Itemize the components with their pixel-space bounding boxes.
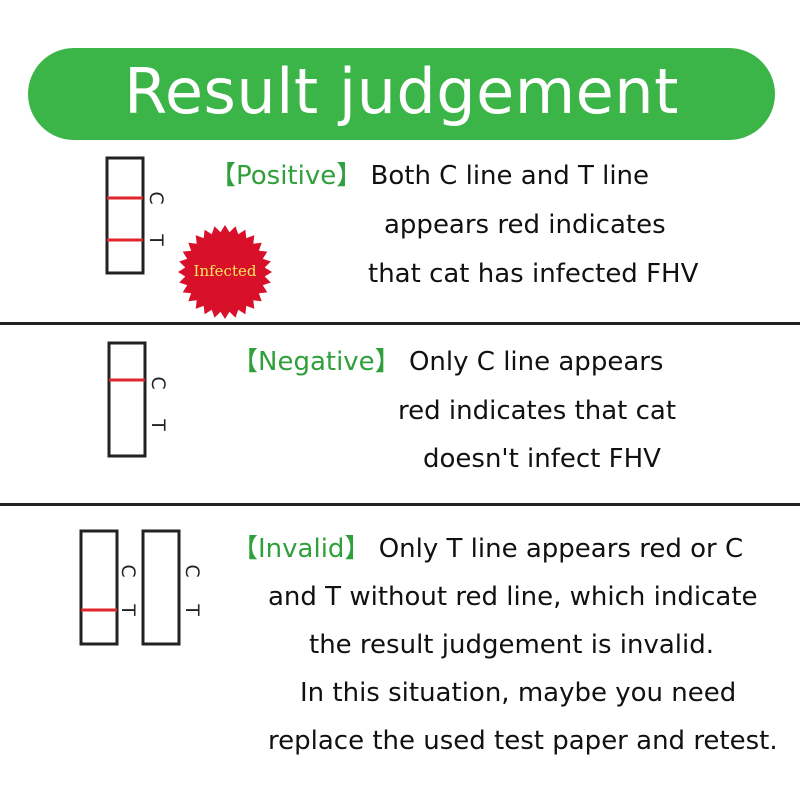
invalid-line-2: and T without red line, which indicate: [268, 582, 758, 612]
strip-outline: [107, 341, 147, 458]
invalid-line-1: 【Invalid】 Only T line appears red or C: [232, 534, 744, 564]
positive-line-2: appears red indicates: [384, 210, 666, 240]
strip-outline: [141, 529, 181, 646]
positive-line-1: 【Positive】 Both C line and T line: [210, 161, 650, 191]
infected-stamp: Infected: [177, 222, 273, 322]
stamp-label: Infected: [193, 262, 257, 280]
c-label: C: [145, 191, 167, 204]
strip-outline: [105, 156, 145, 275]
title-banner: Result judgement: [28, 48, 775, 140]
t-label: T: [147, 418, 169, 431]
strip-outline: [79, 529, 119, 646]
negative-line-3: doesn't infect FHV: [423, 444, 661, 474]
t-label: T: [181, 603, 203, 616]
invalid-line-3: the result judgement is invalid.: [309, 630, 714, 660]
section-divider: [0, 503, 800, 506]
t-label: T: [145, 233, 167, 246]
invalid-test-strip-t-only: C T: [79, 529, 139, 646]
invalid-line-5: replace the used test paper and retest.: [268, 726, 778, 756]
negative-line-2: red indicates that cat: [398, 396, 677, 426]
invalid-tag: 【Invalid】: [232, 534, 371, 564]
page-title: Result judgement: [124, 55, 679, 128]
negative-test-strip: C T: [107, 341, 169, 458]
t-label: T: [117, 603, 139, 616]
section-divider: [0, 322, 800, 325]
positive-line-3: that cat has infected FHV: [368, 259, 699, 289]
c-label: C: [117, 564, 139, 577]
invalid-line-4: In this situation, maybe you need: [300, 678, 737, 708]
c-label: C: [147, 376, 169, 389]
positive-test-strip: C T: [105, 156, 167, 275]
stamp-burst-icon: [178, 225, 272, 319]
negative-line-1: 【Negative】 Only C line appears: [232, 347, 664, 377]
c-label: C: [181, 564, 203, 577]
invalid-test-strip-no-line: C T: [141, 529, 203, 646]
positive-tag: 【Positive】: [210, 161, 363, 191]
negative-tag: 【Negative】: [232, 347, 401, 377]
